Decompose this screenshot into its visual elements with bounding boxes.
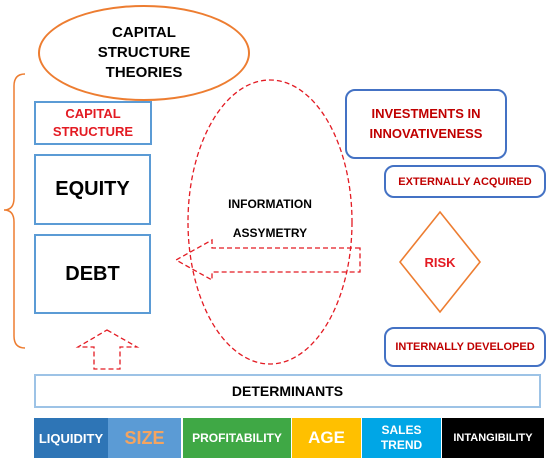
internally-developed-box: INTERNALLY DEVELOPED — [384, 327, 546, 367]
determinant-age: AGE — [292, 418, 361, 458]
left-arrow — [174, 238, 361, 282]
determinant-sales-trend: SALES TREND — [362, 418, 441, 458]
investments-box: INVESTMENTS IN INNOVATIVENESS — [345, 89, 507, 159]
information-asymmetry-ellipse — [187, 79, 353, 365]
up-arrow — [75, 329, 140, 370]
determinant-profitability: PROFITABILITY — [183, 418, 291, 458]
equity-box: EQUITY — [34, 154, 151, 225]
capital-structure-theories: CAPITAL STRUCTURE THEORIES — [38, 5, 250, 101]
determinant-size: SIZE — [108, 418, 181, 458]
risk-diamond — [398, 210, 482, 314]
asymmetry-label: ASSYMETRY — [232, 226, 308, 240]
determinant-liquidity: LIQUIDITY — [34, 418, 108, 458]
externally-acquired-box: EXTERNALLY ACQUIRED — [384, 165, 546, 198]
information-label: INFORMATION — [228, 197, 312, 211]
risk-label: RISK — [424, 254, 456, 270]
determinant-intangibility: INTANGIBILITY — [442, 418, 544, 458]
determinants-bar: DETERMINANTS — [34, 374, 541, 408]
debt-box: DEBT — [34, 234, 151, 314]
capital-structure-box: CAPITAL STRUCTURE — [34, 101, 152, 145]
left-bracket — [3, 73, 26, 349]
